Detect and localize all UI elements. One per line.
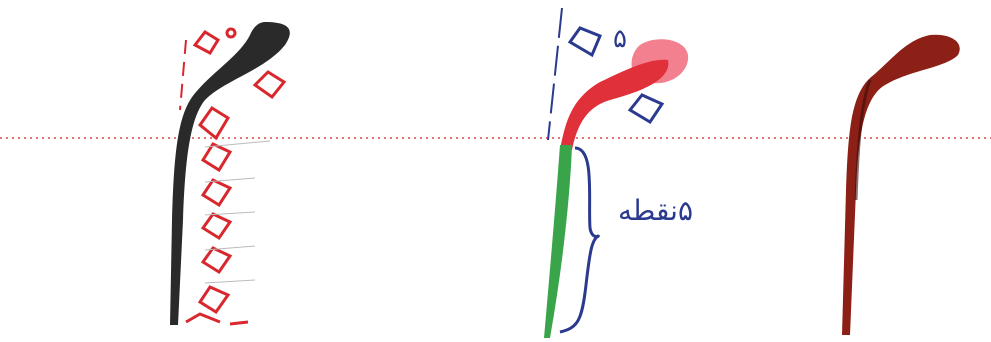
dot-mark-small [227, 29, 235, 37]
panel-colored-letter [544, 8, 688, 338]
dot-mark [203, 180, 230, 205]
dot-count-caption: ۵نقطه [618, 196, 693, 226]
dot-mark [203, 144, 230, 170]
dot-mark [203, 214, 230, 238]
dot-mark [200, 287, 228, 312]
calligraphy-stroke-red-icon [842, 35, 960, 335]
calligraphy-stroke-black-icon [170, 22, 290, 325]
dot-mark-tail [186, 314, 220, 322]
dot-tick [230, 322, 248, 324]
panel-red-letter [842, 35, 960, 335]
dot-mark [200, 108, 228, 138]
dot-mark [195, 32, 218, 53]
dot-separators [205, 141, 270, 283]
calligraphy-stroke-red-upper [560, 60, 668, 150]
dot-count-label-top: ۵ [613, 26, 627, 52]
dot-mark [255, 72, 284, 97]
calligraphy-stroke-colored-icon [544, 145, 572, 338]
panel-black-letter [170, 22, 290, 325]
vertical-guide-blue [548, 8, 562, 140]
dot-mark [570, 28, 600, 55]
vertical-guide-red [180, 40, 186, 110]
dot-mark [630, 95, 662, 122]
dot-mark [203, 248, 230, 272]
